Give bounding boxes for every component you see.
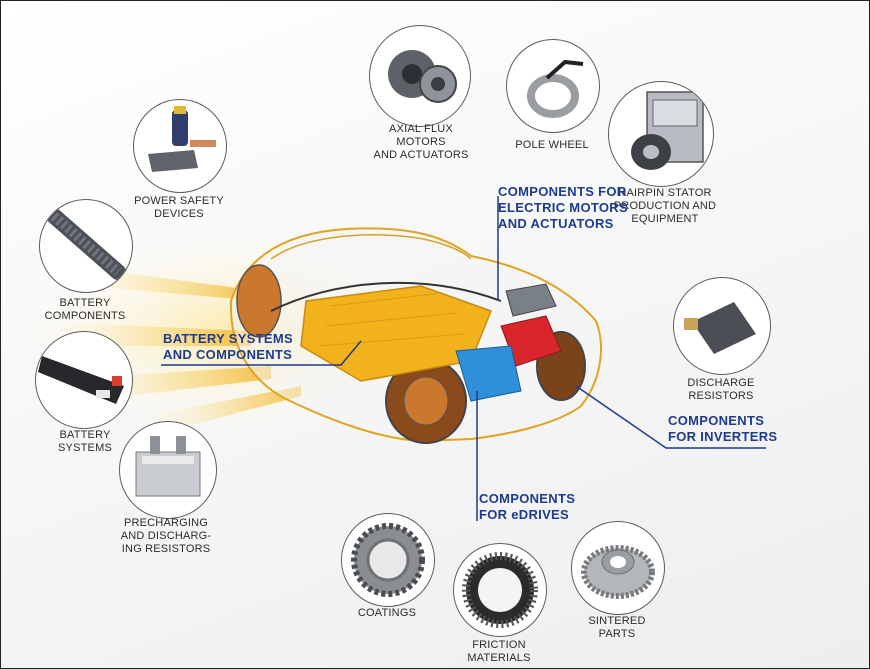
cable-harness	[270, 281, 502, 312]
axial-flux-motor-icon	[388, 50, 457, 103]
friction-materials-circle	[453, 543, 547, 637]
battery-components-label: BATTERY COMPONENTS	[44, 297, 126, 322]
precharging-resistor-icon	[135, 436, 201, 497]
battery-systems-label: BATTERY SYSTEMS	[58, 429, 112, 454]
battery-component-icon	[46, 208, 126, 280]
back-wheel	[236, 264, 282, 338]
discharge-label: DISCHARGE RESISTORS	[687, 377, 755, 402]
hairpin-label: HAIRPIN STATOR PRODUCTION AND EQUIPMENT	[613, 187, 717, 225]
power-safety-circle	[133, 99, 227, 193]
category-inverters: COMPONENTS FOR INVERTERS	[668, 413, 778, 444]
axial-flux-label: AXIAL FLUX MOTORS AND ACTUATORS	[373, 123, 469, 161]
category-battery: BATTERY SYSTEMS AND COMPONENTS	[163, 331, 293, 362]
pole-wheel-circle	[506, 39, 600, 133]
coatings-label: COATINGS	[357, 607, 417, 619]
front-wheel-hub	[403, 376, 449, 426]
sintered-label: SINTERED PARTS	[588, 615, 646, 640]
leader-line-battery	[161, 340, 362, 366]
power-safety-device-icon	[148, 106, 216, 172]
inverter-unit	[505, 283, 557, 317]
edrive-unit	[455, 345, 522, 402]
hairpin-stator-circle	[608, 81, 714, 187]
coated-gear-icon	[351, 523, 425, 597]
sintered-parts-circle	[571, 521, 665, 615]
car-roof-line	[270, 234, 472, 260]
pole-wheel-icon	[527, 59, 584, 118]
axial-flux-motor-circle	[369, 25, 471, 127]
battery-systems-circle	[35, 331, 133, 429]
discharge-resistor-circle	[673, 277, 771, 375]
hairpin-stator-icon	[631, 91, 704, 170]
friction-label: FRICTION MATERIALS	[467, 639, 531, 664]
category-edrives: COMPONENTS FOR eDRIVES	[479, 491, 576, 522]
battery-system-icon	[38, 356, 124, 404]
pole-wheel-label: POLE WHEEL	[515, 139, 589, 151]
precharging-resistor-circle	[119, 421, 217, 519]
friction-disc-icon	[462, 552, 538, 628]
battery-components-circle	[39, 199, 133, 293]
category-electric-motors: COMPONENTS FOR ELECTRIC MOTORS AND ACTUA…	[498, 184, 628, 231]
power-safety-label: POWER SAFETY DEVICES	[134, 195, 224, 220]
coatings-circle	[341, 513, 435, 607]
leader-line-inverters	[575, 385, 766, 449]
discharge-resistor-icon	[684, 302, 756, 354]
sintered-gear-icon	[581, 545, 655, 599]
precharging-label: PRECHARGING AND DISCHARG- ING RESISTORS	[120, 517, 212, 555]
